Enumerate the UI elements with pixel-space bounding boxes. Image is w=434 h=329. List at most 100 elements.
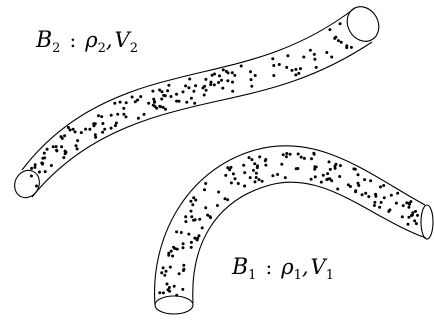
- body-1-particle: [382, 184, 386, 187]
- body-1-particle: [224, 173, 228, 177]
- body-2-particle: [209, 80, 213, 84]
- body-2-particle: [122, 112, 126, 116]
- body-2-label: B2:ρ2,V2: [35, 28, 138, 56]
- body-1-particle: [394, 201, 398, 205]
- body-1-particle: [326, 172, 330, 176]
- body-1-particle: [179, 231, 183, 234]
- body-2-particle: [201, 86, 205, 90]
- body-2-particle: [297, 71, 301, 75]
- body-2-particle: [84, 127, 88, 131]
- body-2-particle: [124, 115, 128, 119]
- body-1-particle: [172, 284, 176, 288]
- body-1-tube: [153, 145, 434, 315]
- body-2-particle: [62, 156, 66, 160]
- body-2-particle: [133, 100, 137, 104]
- body-2-particle: [166, 89, 170, 93]
- body-2-particle: [226, 71, 230, 75]
- body-2-particle: [158, 88, 162, 92]
- body-1-particle: [379, 185, 382, 189]
- body-1-particle: [175, 247, 179, 251]
- body-1-particle: [254, 171, 258, 175]
- body-1-end-bottom: [154, 295, 194, 315]
- body-2-particle: [142, 112, 146, 116]
- body-1-particle: [177, 272, 181, 276]
- body-2-particles: [29, 22, 353, 188]
- body-2-particle: [226, 79, 230, 83]
- body-1-particle: [312, 151, 316, 155]
- body-1-particle: [231, 172, 235, 176]
- body-1-particle: [346, 183, 350, 187]
- body-2-particle: [312, 52, 316, 56]
- body-2-particle: [209, 83, 213, 87]
- body-1-particle: [226, 166, 230, 170]
- body-1-end-right: [420, 204, 434, 240]
- body-1-particle: [181, 246, 185, 250]
- body-1-particle: [204, 182, 208, 185]
- body-1-particle: [190, 215, 194, 219]
- body-1-particle: [414, 222, 418, 226]
- body-2-particle: [175, 99, 179, 103]
- body-2-particle: [325, 51, 329, 54]
- body-1-particle: [229, 181, 233, 185]
- body-2-particle: [130, 95, 134, 99]
- body-2-particle: [184, 84, 188, 88]
- body-1-particle: [172, 245, 176, 249]
- body-1-particle: [223, 197, 227, 201]
- body-2-particle: [94, 135, 98, 139]
- body-2-particle: [42, 151, 46, 155]
- body-2-particle: [328, 28, 332, 32]
- body-2-particle: [114, 121, 118, 125]
- body-2-particle: [313, 57, 317, 61]
- body-2-particle: [336, 39, 340, 43]
- body-1-comma: ,: [302, 255, 309, 279]
- body-2-particle: [314, 65, 318, 69]
- body-2-particle: [181, 90, 185, 94]
- body-1-particle: [189, 245, 193, 249]
- body-1-particle: [330, 179, 334, 183]
- body-1-particle: [271, 174, 275, 178]
- body-2-particle: [33, 163, 37, 167]
- body-1-particle: [200, 226, 204, 230]
- body-1-particle: [264, 163, 268, 167]
- body-2-particle: [286, 54, 290, 58]
- body-2-particle: [204, 77, 208, 81]
- body-2-particle: [177, 99, 181, 103]
- body-1-separator: :: [265, 255, 272, 279]
- body-2-particle: [74, 144, 78, 148]
- body-1-particle: [168, 265, 172, 269]
- body-2-particle: [97, 114, 100, 118]
- body-1-particle: [338, 175, 342, 178]
- body-2-particle: [249, 70, 252, 74]
- body-2-particle: [152, 97, 156, 101]
- body-2-particle: [202, 93, 206, 97]
- body-2-particle: [339, 40, 343, 44]
- body-2-particle: [253, 74, 257, 77]
- body-2-particle: [192, 89, 196, 93]
- body-1-particle: [288, 152, 292, 156]
- body-2-particle: [124, 101, 128, 105]
- body-2-particle: [109, 126, 113, 130]
- body-1-velocity: V: [311, 255, 328, 279]
- body-2-particle: [302, 55, 306, 59]
- body-2-particle: [76, 139, 80, 143]
- body-1-particle: [208, 215, 212, 219]
- body-2-particle: [160, 90, 164, 94]
- body-2-particle: [233, 73, 237, 77]
- body-1-particle: [363, 178, 367, 182]
- body-1-particle: [356, 173, 360, 177]
- body-1-particle: [333, 166, 337, 170]
- body-1-particle: [407, 205, 411, 209]
- body-1-particle: [280, 162, 284, 166]
- body-2-particle: [33, 165, 37, 169]
- body-1-particle: [182, 263, 186, 267]
- body-2-particle: [349, 45, 353, 49]
- body-2-end-right: [346, 6, 380, 42]
- body-2-particle: [159, 105, 163, 109]
- body-1-particle: [189, 199, 193, 203]
- body-2-particle: [169, 95, 173, 98]
- body-1-particle: [319, 180, 323, 184]
- body-2-particle: [231, 89, 235, 93]
- body-1-particle: [165, 282, 169, 286]
- body-2-particle: [147, 101, 151, 105]
